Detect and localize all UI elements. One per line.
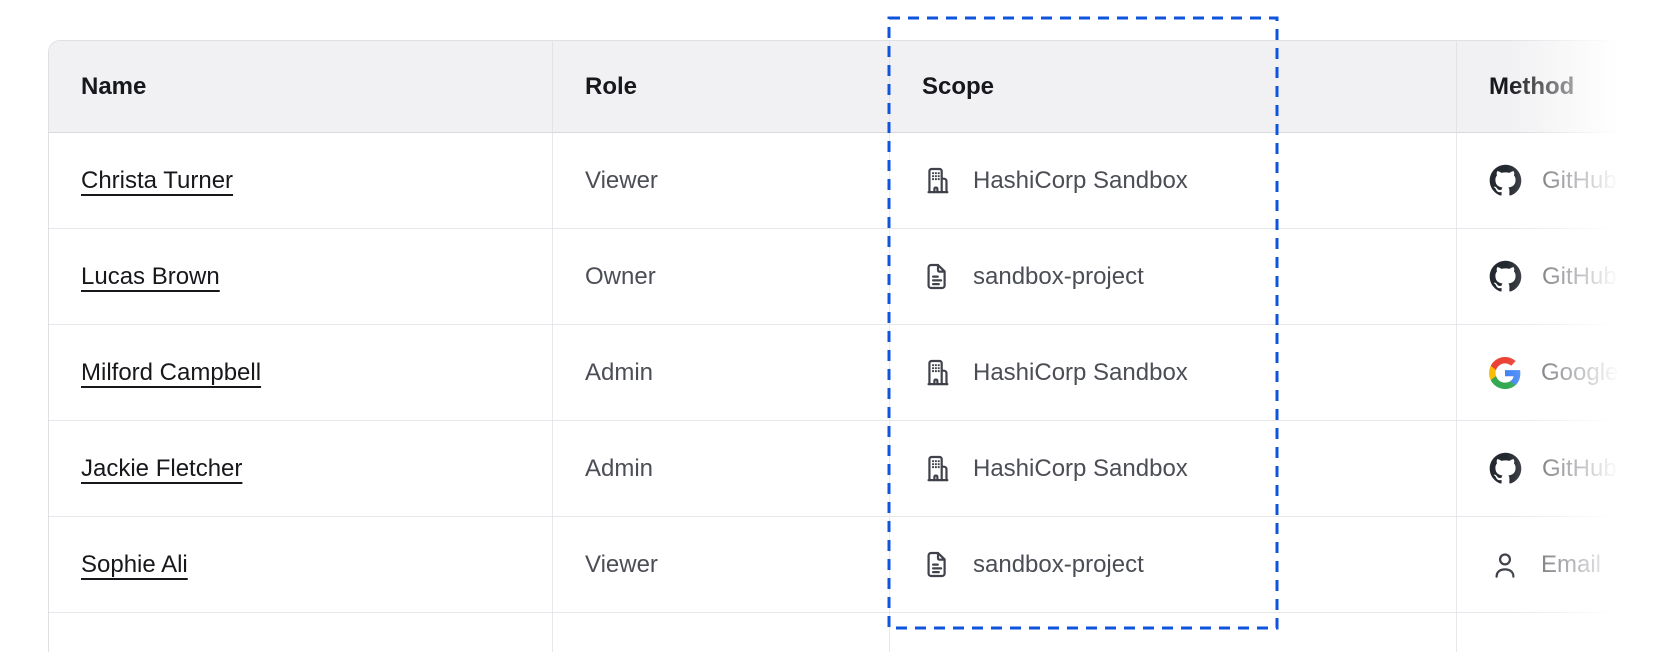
scope-value: HashiCorp Sandbox <box>973 454 1188 482</box>
members-table: Name Role Scope Method Christa Turner Vi… <box>48 40 1672 652</box>
role-value: Viewer <box>585 550 658 578</box>
role-value: Admin <box>585 454 654 482</box>
github-icon <box>1489 164 1522 197</box>
method-cell: Google <box>1457 325 1672 421</box>
column-header-label: Scope <box>922 72 995 100</box>
member-name-link[interactable]: Sophie Ali <box>81 550 188 578</box>
scope-cell: HashiCorp Sandbox <box>890 421 1457 517</box>
method-cell: GitHub <box>1457 229 1672 325</box>
scope-cell <box>890 613 1457 652</box>
scope-cell: HashiCorp Sandbox <box>890 325 1457 421</box>
github-icon <box>1489 260 1522 293</box>
column-header-role: Role <box>553 41 890 133</box>
name-cell: Sophie Ali <box>49 517 553 613</box>
google-icon <box>1489 356 1521 389</box>
column-header-name: Name <box>49 41 553 133</box>
scope-cell: HashiCorp Sandbox <box>890 133 1457 229</box>
method-value: GitHub <box>1542 454 1617 482</box>
method-value: GitHub <box>1542 166 1617 194</box>
role-cell: Owner <box>553 229 890 325</box>
role-value: Admin <box>585 358 654 386</box>
member-name-link[interactable]: Milford Campbell <box>81 358 262 386</box>
role-value: Viewer <box>585 166 658 194</box>
organization-building-icon <box>922 165 953 196</box>
name-cell: Milford Campbell <box>49 325 553 421</box>
scope-value: sandbox-project <box>973 550 1144 578</box>
name-cell: Christa Turner <box>49 133 553 229</box>
role-cell: Admin <box>553 421 890 517</box>
method-cell: GitHub <box>1457 421 1672 517</box>
member-name-link[interactable]: Lucas Brown <box>81 262 220 290</box>
column-header-label: Role <box>585 72 638 100</box>
method-cell: Email <box>1457 517 1672 613</box>
person-icon <box>1489 549 1521 581</box>
member-name-link[interactable]: Jackie Fletcher <box>81 454 243 482</box>
column-header-scope: Scope <box>890 41 1457 133</box>
column-header-method: Method <box>1457 41 1672 133</box>
column-header-label: Name <box>81 72 147 100</box>
role-cell: Viewer <box>553 133 890 229</box>
organization-building-icon <box>922 357 953 388</box>
method-value: Google <box>1541 358 1619 386</box>
method-value: Email <box>1541 550 1602 578</box>
column-header-label: Method <box>1489 72 1575 100</box>
member-name-link[interactable]: Christa Turner <box>81 166 234 194</box>
method-value: GitHub <box>1542 262 1617 290</box>
role-cell: Viewer <box>553 517 890 613</box>
method-cell <box>1457 613 1672 652</box>
scope-cell: sandbox-project <box>890 517 1457 613</box>
github-icon <box>1489 452 1522 485</box>
scope-value: sandbox-project <box>973 262 1144 290</box>
project-file-icon <box>922 549 953 580</box>
name-cell: Lucas Brown <box>49 229 553 325</box>
role-cell <box>553 613 890 652</box>
role-cell: Admin <box>553 325 890 421</box>
scope-cell: sandbox-project <box>890 229 1457 325</box>
scope-value: HashiCorp Sandbox <box>973 358 1188 386</box>
organization-building-icon <box>922 453 953 484</box>
role-value: Owner <box>585 262 656 290</box>
method-cell: GitHub <box>1457 133 1672 229</box>
project-file-icon <box>922 261 953 292</box>
name-cell: Jackie Fletcher <box>49 421 553 517</box>
name-cell <box>49 613 553 652</box>
scope-value: HashiCorp Sandbox <box>973 166 1188 194</box>
